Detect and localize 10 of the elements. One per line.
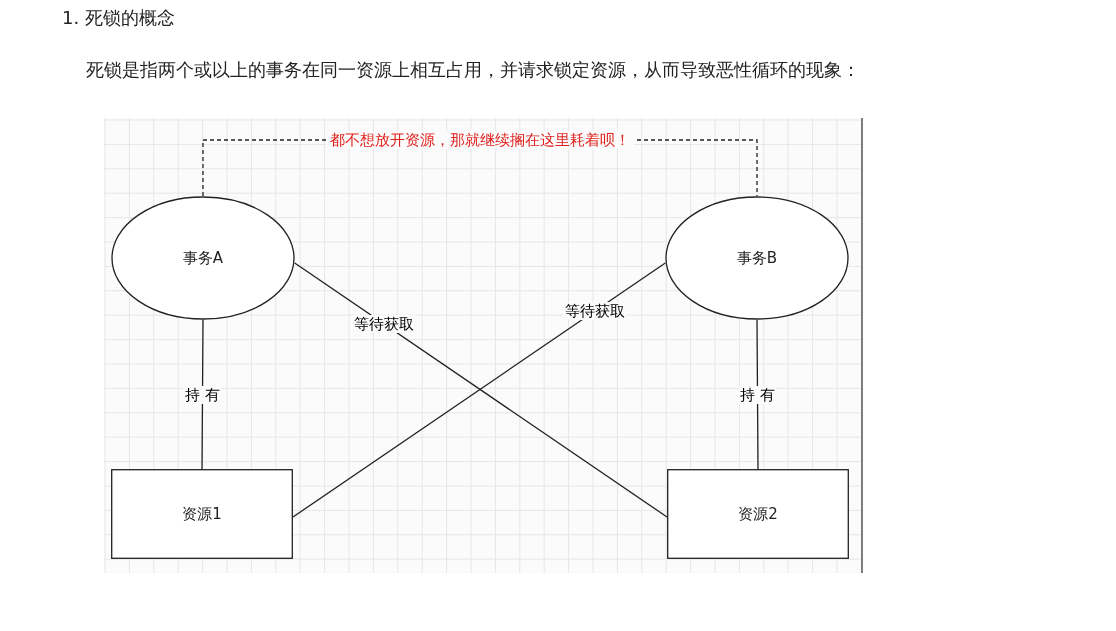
description-text: 死锁是指两个或以上的事务在同一资源上相互占用，并请求锁定资源，从而导致恶性循环的现象： [86,58,860,82]
edge-label: 都不想放开资源，那就继续搁在这里耗着呗！ [326,131,634,149]
resource-box: 资源2 [667,469,849,559]
resource-box: 资源1 [111,469,293,559]
connector-line [201,319,204,470]
transaction-ellipse: 事务B [665,196,849,320]
connector-line [756,319,759,470]
edge-label: 等待获取 [562,302,627,321]
transaction-ellipse: 事务A [111,196,295,320]
heading: 1. 死锁的概念 [62,6,175,30]
